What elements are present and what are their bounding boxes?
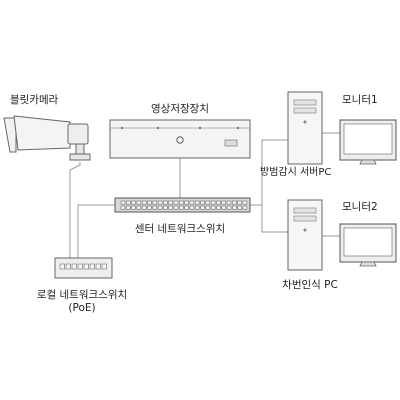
- camera-body: [13, 115, 71, 151]
- switch-port: [200, 205, 205, 210]
- switch-port: [216, 200, 221, 205]
- connection-lines: [69, 132, 340, 258]
- switch-port: [136, 205, 142, 210]
- lpr-pc-tower: [287, 199, 323, 271]
- center-switch-ports: [120, 200, 248, 210]
- switch-port: [141, 200, 147, 205]
- switch-port: [152, 200, 158, 205]
- lpr-pc-label: 차번인식 PC: [282, 279, 338, 291]
- switch-port: [184, 200, 189, 205]
- monitor2-screen: [343, 227, 393, 257]
- switch-port: [152, 205, 158, 210]
- monitor1-display: [339, 119, 397, 165]
- switch-port: [189, 205, 195, 210]
- switch-port: [173, 200, 179, 205]
- switch-port: [232, 205, 237, 210]
- switch-port: [95, 263, 101, 270]
- switch-port: [200, 200, 205, 205]
- switch-port: [89, 263, 95, 270]
- local-switch-poe-label: (PoE): [68, 302, 95, 314]
- center-switch-chassis: [114, 197, 251, 213]
- link-camera-to-local-switch: [69, 162, 81, 258]
- server-pc-label: 방범감시 서버PC: [260, 166, 331, 178]
- center-switch-label: 센터 네트워크스위치: [135, 222, 225, 235]
- switch-port: [136, 200, 142, 205]
- switch-port: [77, 263, 83, 270]
- monitor2-label: 모니터2: [342, 201, 378, 213]
- switch-port: [205, 205, 211, 210]
- nvr-device: [109, 119, 251, 159]
- local-switch-label: 로컬 네트워크스위치: [37, 288, 127, 301]
- switch-port: [226, 205, 232, 210]
- switch-port: [126, 205, 131, 210]
- switch-port: [120, 205, 126, 210]
- switch-port: [221, 200, 226, 205]
- switch-port: [242, 205, 248, 210]
- monitor1-screen: [343, 123, 393, 155]
- switch-port: [168, 205, 173, 210]
- switch-port: [163, 200, 168, 205]
- monitor2-stand: [359, 261, 377, 267]
- switch-port: [101, 263, 107, 270]
- camera-label: 블릿카메라: [10, 94, 59, 106]
- switch-port: [157, 205, 163, 210]
- switch-port: [71, 263, 77, 270]
- local-switch-device: [54, 257, 113, 279]
- switch-port: [83, 263, 89, 270]
- switch-port: [168, 200, 173, 205]
- link-local-switch-to-center-switch: [77, 204, 115, 258]
- switch-port: [216, 205, 221, 210]
- camera-lens-hood: [3, 117, 17, 153]
- switch-port: [184, 205, 189, 210]
- bullet-camera: [3, 115, 91, 161]
- local-switch-ports: [59, 263, 107, 270]
- nvr-label: 영상저장장치: [151, 103, 209, 115]
- nvr-power-icon: [176, 136, 184, 144]
- camera-mount-arm: [75, 143, 85, 155]
- camera-mount-bracket: [69, 153, 91, 161]
- link-trunk-to-server-pc: [261, 139, 288, 232]
- switch-port: [120, 200, 126, 205]
- switch-port: [189, 200, 195, 205]
- switch-port: [147, 200, 152, 205]
- switch-port: [237, 205, 242, 210]
- switch-port: [221, 205, 226, 210]
- switch-port: [210, 200, 216, 205]
- link-trunk-to-lpr-pc: [261, 205, 288, 233]
- nvr-chassis: [109, 119, 251, 159]
- switch-port: [237, 200, 242, 205]
- switch-port: [163, 205, 168, 210]
- switch-port: [179, 205, 184, 210]
- monitor2-display: [339, 223, 397, 267]
- switch-port: [65, 263, 71, 270]
- server-pc-tower: [287, 91, 323, 165]
- switch-port: [205, 200, 211, 205]
- switch-port: [141, 205, 147, 210]
- local-switch-chassis: [54, 257, 113, 279]
- switch-port: [242, 200, 248, 205]
- switch-port: [126, 200, 131, 205]
- switch-port: [147, 205, 152, 210]
- switch-port: [226, 200, 232, 205]
- switch-port: [131, 200, 136, 205]
- switch-port: [131, 205, 136, 210]
- camera-rear-housing: [67, 123, 89, 145]
- monitor1-stand: [359, 159, 377, 165]
- switch-port: [210, 205, 216, 210]
- switch-port: [194, 205, 200, 210]
- switch-port: [179, 200, 184, 205]
- center-switch-device: [114, 197, 251, 213]
- switch-port: [194, 200, 200, 205]
- switch-port: [59, 263, 65, 270]
- switch-port: [232, 200, 237, 205]
- switch-port: [157, 200, 163, 205]
- monitor1-label: 모니터1: [342, 94, 378, 106]
- switch-port: [173, 205, 179, 210]
